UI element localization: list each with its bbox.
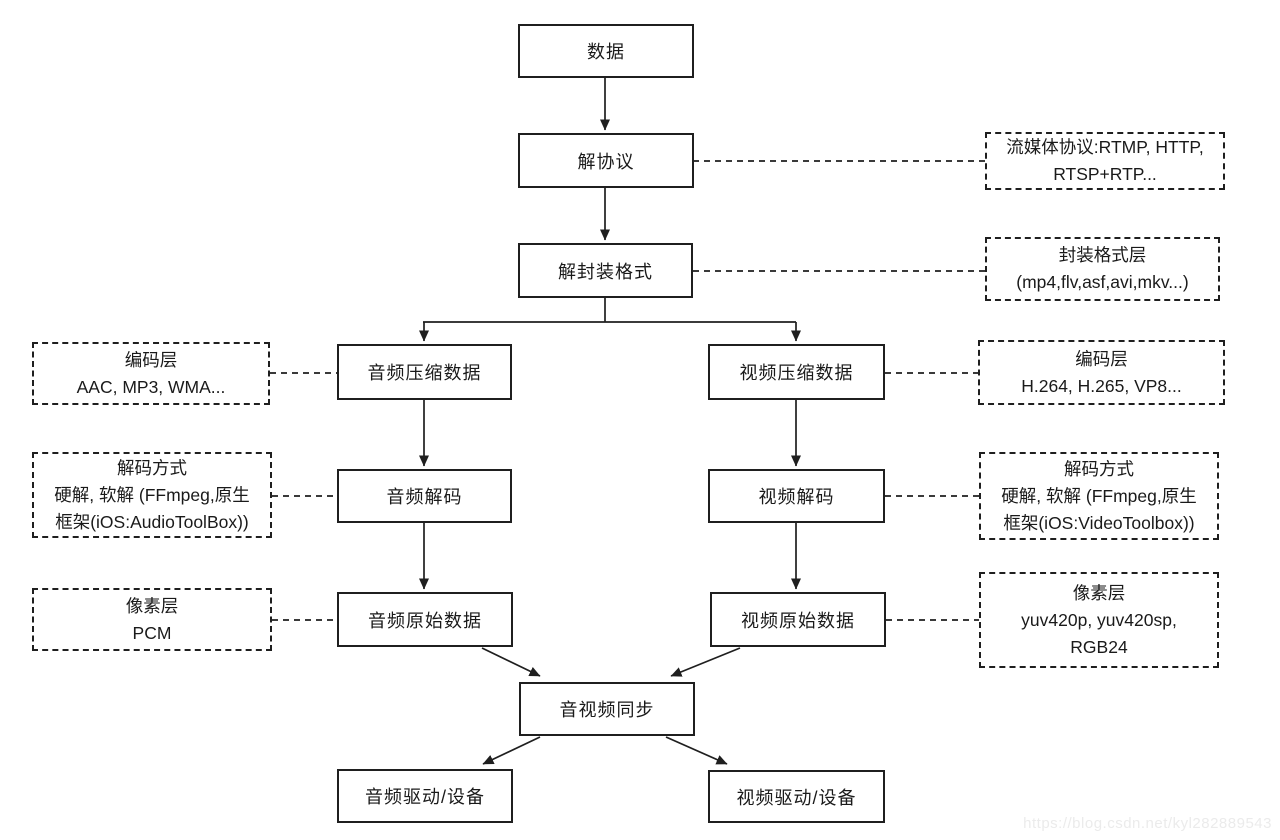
node-data-label: 数据: [587, 42, 625, 62]
note-container-layer: 封装格式层 (mp4,flv,asf,avi,mkv...): [985, 237, 1220, 301]
node-video-driver: 视频驱动/设备: [708, 770, 885, 823]
note-audio-decode-method-line3: 框架(iOS:AudioToolBox)): [55, 511, 249, 532]
node-video-compressed: 视频压缩数据: [708, 344, 885, 400]
note-container-layer-line2: (mp4,flv,asf,avi,mkv...): [1016, 272, 1189, 292]
node-audio-compressed-label: 音频压缩数据: [367, 363, 482, 383]
node-video-decode: 视频解码: [708, 469, 885, 523]
note-video-decode-method-line3: 框架(iOS:VideoToolbox)): [1003, 512, 1195, 533]
node-audio-driver: 音频驱动/设备: [337, 769, 513, 823]
note-video-decode-method: 解码方式 硬解, 软解 (FFmpeg,原生 框架(iOS:VideoToolb…: [979, 452, 1219, 540]
node-demux: 解封装格式: [518, 243, 693, 298]
note-container-layer-line1: 封装格式层: [1058, 245, 1147, 265]
node-video-decode-label: 视频解码: [758, 487, 835, 507]
note-video-pixel-layer-line3: RGB24: [1070, 636, 1128, 657]
node-demux-label: 解封装格式: [558, 261, 653, 282]
note-video-codec-layer-line1: 编码层: [1075, 348, 1128, 369]
node-video-raw: 视频原始数据: [710, 592, 886, 647]
node-data: 数据: [518, 24, 694, 78]
arrow-sync-to-video-driver: [665, 736, 728, 765]
node-video-raw-label: 视频原始数据: [741, 610, 855, 631]
note-protocol-layer-line1: 流媒体协议:RTMP, HTTP,: [1006, 137, 1204, 157]
note-audio-pixel-layer: 像素层 PCM: [32, 588, 272, 651]
note-video-pixel-layer: 像素层 yuv420p, yuv420sp, RGB24: [979, 572, 1219, 668]
node-video-compressed-label: 视频压缩数据: [739, 363, 854, 383]
node-audio-raw-label: 音频原始数据: [368, 610, 482, 631]
node-av-sync-label: 音视频同步: [559, 700, 655, 720]
arrow-video-raw-to-sync: [670, 647, 741, 677]
node-audio-compressed: 音频压缩数据: [337, 344, 512, 400]
note-video-codec-layer: 编码层 H.264, H.265, VP8...: [978, 340, 1225, 405]
watermark-url: https://blog.csdn.net/kyl282889543: [1023, 815, 1272, 832]
note-video-decode-method-line2: 硬解, 软解 (FFmpeg,原生: [1001, 485, 1197, 506]
note-audio-decode-method-line1: 解码方式: [117, 457, 187, 478]
node-protocol-label: 解协议: [577, 151, 635, 172]
arrow-audio-raw-to-sync: [481, 647, 541, 677]
note-video-decode-method-line1: 解码方式: [1064, 458, 1134, 479]
note-video-pixel-layer-line2: yuv420p, yuv420sp,: [1021, 609, 1177, 630]
note-audio-pixel-layer-line1: 像素层: [125, 595, 179, 616]
node-audio-decode: 音频解码: [337, 469, 512, 523]
note-audio-codec-layer-line2: AAC, MP3, WMA...: [76, 376, 226, 397]
note-audio-codec-layer: 编码层 AAC, MP3, WMA...: [32, 342, 270, 405]
note-video-pixel-layer-line1: 像素层: [1072, 582, 1126, 603]
arrow-sync-to-audio-driver: [482, 736, 541, 765]
node-av-sync: 音视频同步: [519, 682, 695, 736]
node-video-driver-label: 视频驱动/设备: [736, 787, 857, 808]
node-audio-raw: 音频原始数据: [337, 592, 513, 647]
note-audio-decode-method-line2: 硬解, 软解 (FFmpeg,原生: [54, 484, 250, 505]
note-audio-decode-method: 解码方式 硬解, 软解 (FFmpeg,原生 框架(iOS:AudioToolB…: [32, 452, 272, 538]
node-protocol: 解协议: [518, 133, 694, 188]
note-audio-pixel-layer-line2: PCM: [132, 622, 172, 643]
note-protocol-layer: 流媒体协议:RTMP, HTTP, RTSP+RTP...: [985, 132, 1225, 190]
note-audio-codec-layer-line1: 编码层: [124, 349, 178, 370]
note-protocol-layer-line2: RTSP+RTP...: [1053, 164, 1157, 184]
note-video-codec-layer-line2: H.264, H.265, VP8...: [1021, 375, 1182, 396]
node-audio-decode-label: 音频解码: [386, 487, 463, 507]
node-audio-driver-label: 音频驱动/设备: [364, 787, 485, 807]
